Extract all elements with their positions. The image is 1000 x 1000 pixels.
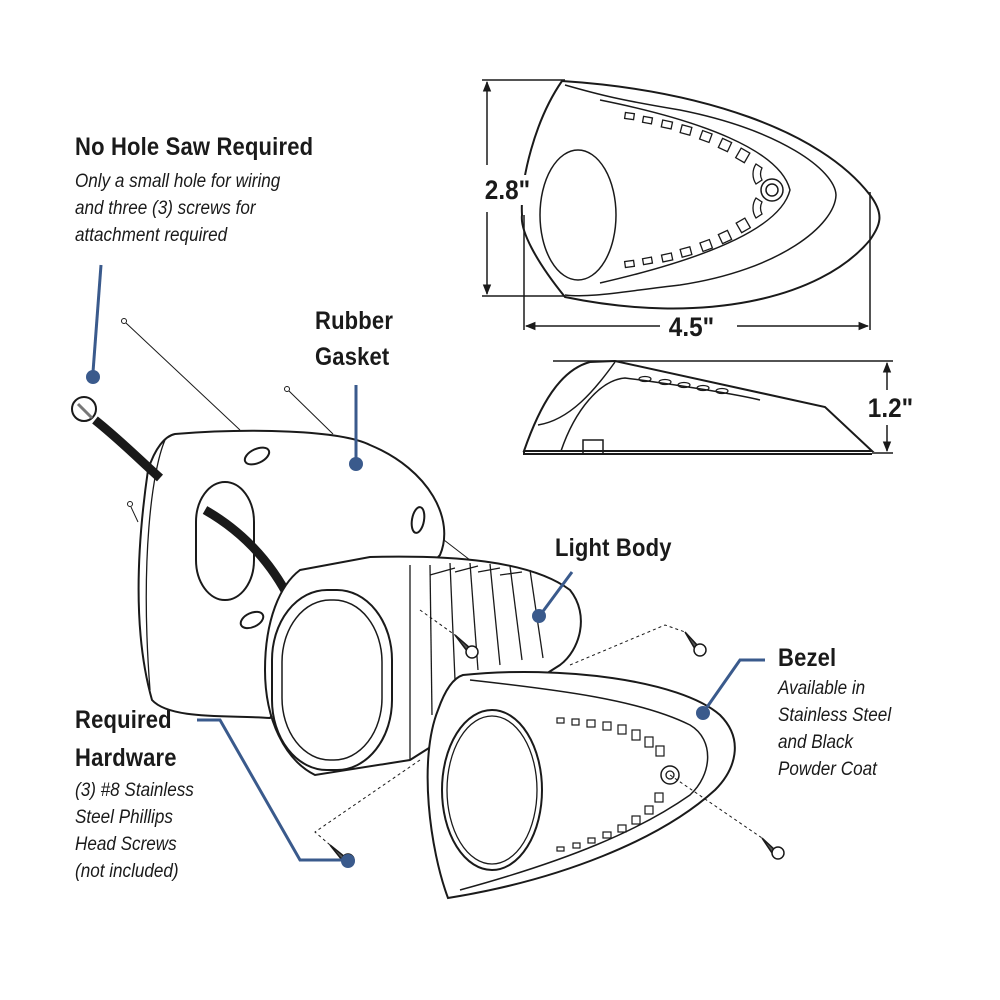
leader-no-hole-saw — [91, 264, 103, 373]
rubber-gasket-title: Rubber Gasket — [315, 307, 394, 371]
bezel-title: Bezel — [778, 644, 837, 672]
callout-light-body: Light Body — [555, 533, 688, 563]
side-view-dimensions — [553, 360, 893, 454]
top-view-screw-inner — [765, 183, 779, 197]
depth-dimension-label: 1.2" — [866, 393, 915, 423]
bezel-lens — [441, 709, 543, 871]
leader-dots — [86, 370, 710, 868]
light-body-drawing — [263, 555, 582, 777]
bezel-description: Available in Stainless Steel and Black P… — [778, 678, 892, 780]
top-view-outline — [520, 79, 881, 310]
side-view-drawing — [522, 359, 875, 455]
wire — [71, 396, 295, 603]
light-body-title: Light Body — [555, 534, 672, 562]
screw-icon — [454, 634, 479, 659]
callout-required-hardware: Required Hardware (3) #8 Stainless Steel… — [75, 705, 207, 885]
top-view-leds — [623, 111, 763, 269]
screw-icon — [761, 837, 785, 860]
width-dimension-label: 4.5" — [667, 312, 716, 342]
required-hardware-description: (3) #8 Stainless Steel Phillips Head Scr… — [75, 780, 194, 882]
leader-light-body — [539, 571, 574, 615]
no-hole-saw-title: No Hole Saw Required — [75, 133, 314, 161]
top-view-dimensions — [482, 79, 871, 331]
bezel-drawing — [426, 671, 736, 900]
leader-required-hardware — [197, 718, 345, 862]
top-view-lens — [539, 149, 617, 281]
required-hardware-title: Required Hardware — [75, 706, 177, 772]
screw-icon — [684, 631, 707, 657]
rubber-gasket-drawing — [137, 429, 446, 720]
dashed-guide-lines — [314, 609, 763, 846]
top-view-led-band — [599, 99, 791, 284]
leader-bezel — [703, 658, 765, 711]
callout-no-hole-saw: No Hole Saw Required Only a small hole f… — [75, 132, 346, 249]
top-view-bezel-inner — [564, 84, 837, 297]
top-view-screw-outer — [760, 178, 784, 202]
top-view-drawing — [520, 79, 881, 310]
height-dimension-label: 2.8" — [483, 175, 532, 205]
leader-lines — [91, 264, 765, 862]
callout-bezel: Bezel Available in Stainless Steel and B… — [778, 643, 904, 783]
callout-rubber-gasket: Rubber Gasket — [315, 306, 404, 372]
no-hole-saw-description: Only a small hole for wiring and three (… — [75, 171, 281, 246]
